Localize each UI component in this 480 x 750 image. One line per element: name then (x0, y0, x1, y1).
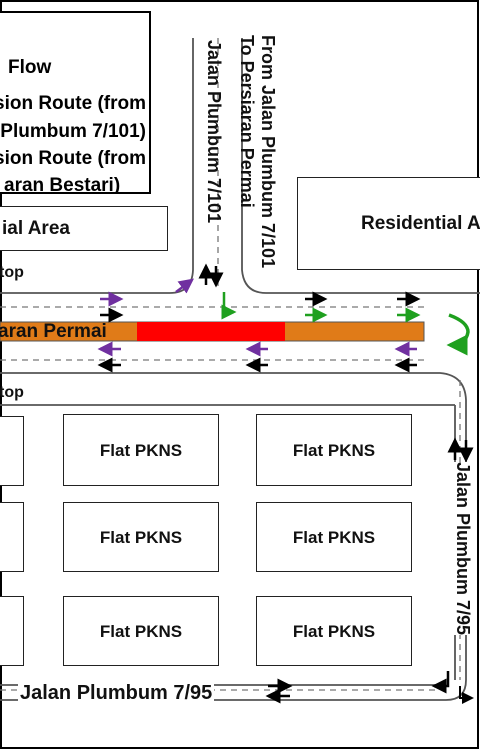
legend-diversion-route-2b: aran Bestari) (4, 175, 121, 194)
residential-area-block: Residential A (297, 177, 480, 270)
flat-pkns-block: Flat PKNS (256, 502, 412, 572)
legend-box: Flow sion Route (from Plumbum 7/101) sio… (0, 11, 151, 194)
arrow-green-uturn (446, 313, 470, 356)
flat-pkns-block: Flat PKNS (256, 414, 412, 486)
residential-area-label: Residential A (361, 213, 480, 234)
flat-pkns-block: Flat PKNS (63, 414, 219, 486)
legend-diversion-route-1b: Plumbum 7/101) (0, 121, 146, 142)
from-jalan-plumbum-label-line1: From Jalan Plumbum 7/101 (258, 35, 278, 269)
bus-stop-top-label: top (0, 264, 24, 281)
flat-block-left-2 (0, 502, 24, 572)
lane-markings (0, 38, 461, 691)
legend-flow: Flow (8, 57, 52, 78)
bus-stop-bottom-label: top (0, 384, 24, 401)
persiaran-permai-label: aran Permai (0, 321, 107, 342)
flat-pkns-block: Flat PKNS (63, 502, 219, 572)
industrial-area-block: ial Area (0, 206, 168, 251)
jalan-plumbum-7-101-label: Jalan Plumbum 7/101 (204, 40, 224, 224)
arrow-black-corner-2 (459, 686, 474, 704)
legend-diversion-route-1: sion Route (from (0, 93, 146, 114)
flat-pkns-block: Flat PKNS (256, 596, 412, 666)
legend-diversion-route-2: sion Route (from (0, 148, 146, 169)
flat-block-left-3 (0, 596, 24, 666)
traffic-arrows (97, 263, 474, 704)
arrow-black-corner-1 (431, 671, 450, 694)
jalan-plumbum-7-95-right-label: Jalan Plumbum 7/95 (453, 462, 473, 636)
jalan-plumbum-7-95-bottom-label: Jalan Plumbum 7/95 (18, 682, 215, 704)
flat-block-left-1 (0, 416, 24, 486)
closed-road-segment (137, 322, 285, 341)
arrow-purple-diagonal (175, 278, 194, 294)
industrial-area-label: ial Area (2, 218, 70, 239)
flat-pkns-block: Flat PKNS (63, 596, 219, 666)
from-jalan-plumbum-label-line2: To Persiaran Permai (237, 35, 257, 208)
arrow-green-turn (221, 292, 237, 320)
